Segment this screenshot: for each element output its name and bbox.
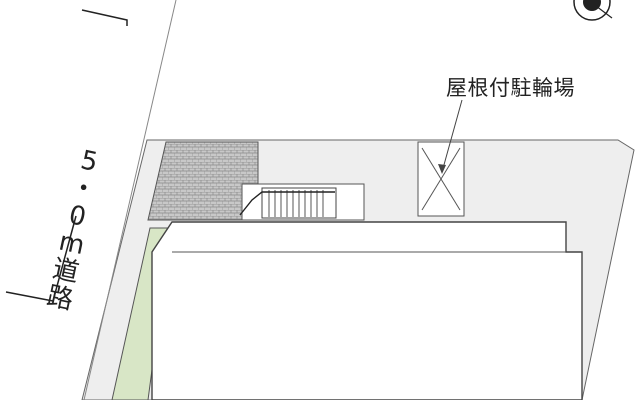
parking-leader-arrowhead xyxy=(438,164,446,174)
bicycle-parking-cross-b xyxy=(421,147,461,211)
stair-steps xyxy=(268,190,324,217)
parking-leader-line xyxy=(441,99,463,173)
road-marker-bottom xyxy=(5,215,77,302)
lot-boundary-line xyxy=(83,0,177,400)
compass-icon xyxy=(573,0,613,21)
road-marker-top xyxy=(81,9,128,26)
bicycle-parking-label: 屋根付駐輪場 xyxy=(446,76,575,100)
road-label-char: 路 xyxy=(44,281,76,317)
stair-arrow xyxy=(239,191,335,216)
building-footprint xyxy=(151,221,583,400)
